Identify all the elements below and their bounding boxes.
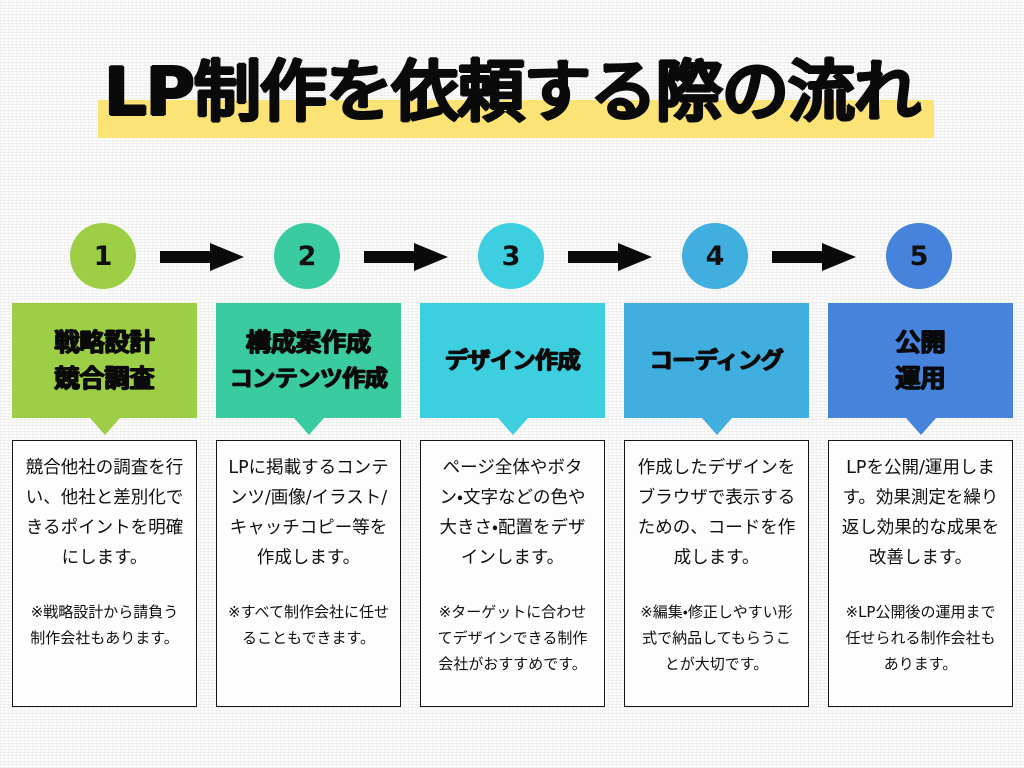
step-description-box-4: 作成したデザインをブラウザで表示するための、コードを作成します。 ※編集・修正し… xyxy=(624,440,809,707)
step-description-box-1: 競合他社の調査を行い、他社と差別化できるポイントを明確にします。 ※戦略設計から… xyxy=(12,440,197,707)
step-column-1: 戦略設計 競合調査 xyxy=(12,303,197,435)
step-note-text: ※編集・修正しやすい形式で納品してもらうことが大切です。 xyxy=(640,603,793,673)
title-text: LP制作を依頼する際の流れ xyxy=(104,53,921,131)
step-column-3: デザイン作成 xyxy=(420,303,605,435)
banner-pointer-icon xyxy=(701,418,732,435)
step-column-5: 公開 運用 xyxy=(828,303,1013,435)
right-arrow-icon xyxy=(160,243,244,271)
right-arrow-icon xyxy=(568,243,652,271)
right-arrow-icon xyxy=(772,243,856,271)
right-arrow-icon xyxy=(364,243,448,271)
step-description-box-3: ページ全体やボタン・文字などの色や大きさ・配置をデザインします。 ※ターゲットに… xyxy=(420,440,605,707)
page-title: LP制作を依頼する際の流れ xyxy=(0,44,1024,144)
step-banner-line: 戦略設計 xyxy=(54,327,155,357)
step-banner-2: 構成案作成 コンテンツ作成 xyxy=(216,303,401,435)
step-banner-line: 公開 xyxy=(895,327,946,357)
step-description-text: ページ全体やボタン・文字などの色や大きさ・配置をデザインします。 xyxy=(439,458,586,568)
step-description-text: LPを公開/運用します。効果測定を繰り返し効果的な成果を改善します。 xyxy=(841,458,1000,568)
step-circle-4: 4 xyxy=(682,223,748,289)
step-circle-2: 2 xyxy=(274,223,340,289)
step-banner-line: 競合調査 xyxy=(54,363,155,393)
step-banner-line: コンテンツ作成 xyxy=(229,365,388,392)
step-circle-3: 3 xyxy=(478,223,544,289)
banner-pointer-icon xyxy=(293,418,324,435)
step-note-text: ※戦略設計から請負う制作会社もあります。 xyxy=(30,603,179,647)
step-description-text: 作成したデザインをブラウザで表示するための、コードを作成します。 xyxy=(637,458,796,568)
step-description-box-2: LPに掲載するコンテンツ/画像/イラスト/キャッチコピー等を作成します。 ※すべ… xyxy=(216,440,401,707)
step-description-box-5: LPを公開/運用します。効果測定を繰り返し効果的な成果を改善します。 ※LP公開… xyxy=(828,440,1013,707)
banner-pointer-icon xyxy=(497,418,528,435)
step-circle-1: 1 xyxy=(70,223,136,289)
step-banner-5: 公開 運用 xyxy=(828,303,1013,435)
step-note-text: ※すべて制作会社に任せることもできます。 xyxy=(228,603,389,647)
step-circle-5: 5 xyxy=(886,223,952,289)
step-banner-line: 運用 xyxy=(895,363,946,393)
title-highlight-bar xyxy=(98,100,934,138)
step-banner-4: コーディング xyxy=(624,303,809,435)
step-banner-3: デザイン作成 xyxy=(420,303,605,435)
step-column-2: 構成案作成 コンテンツ作成 xyxy=(216,303,401,435)
banner-pointer-icon xyxy=(89,418,120,435)
step-banner-line: 構成案作成 xyxy=(245,327,371,357)
step-banner-1: 戦略設計 競合調査 xyxy=(12,303,197,435)
step-description-text: 競合他社の調査を行い、他社と差別化できるポイントを明確にします。 xyxy=(25,458,184,568)
step-banner-line: デザイン作成 xyxy=(445,347,581,374)
step-note-text: ※ターゲットに合わせてデザインできる制作会社がおすすめです。 xyxy=(437,603,588,673)
banner-pointer-icon xyxy=(905,418,936,435)
step-note-text: ※LP公開後の運用まで任せられる制作会社もあります。 xyxy=(845,603,996,673)
step-description-text: LPに掲載するコンテンツ/画像/イラスト/キャッチコピー等を作成します。 xyxy=(228,458,389,568)
step-banner-line: コーディング xyxy=(649,347,784,374)
step-column-4: コーディング xyxy=(624,303,809,435)
